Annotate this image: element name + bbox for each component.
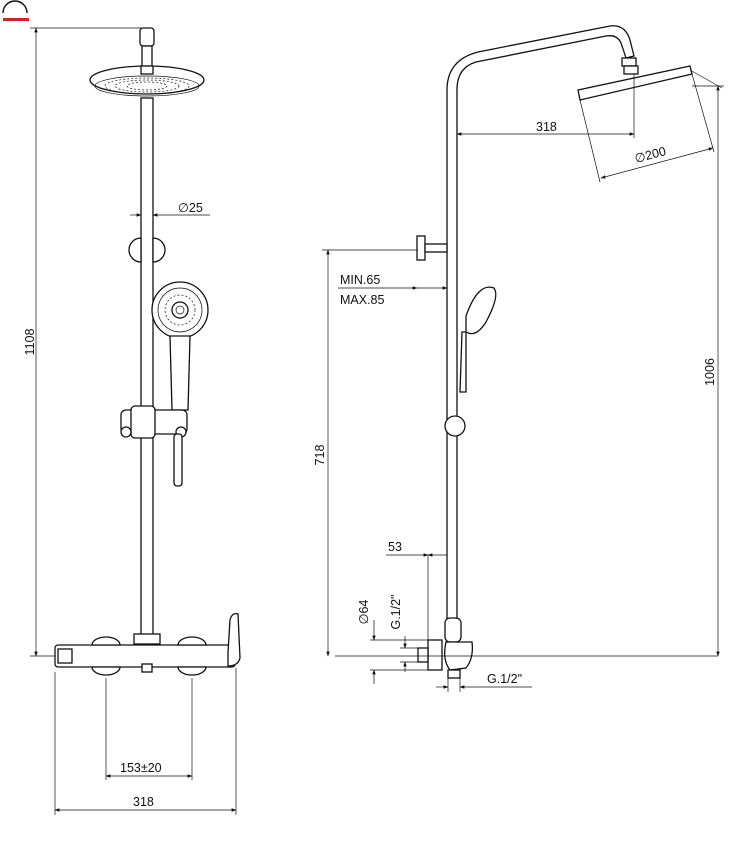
dim-label-1108: 1108 <box>23 329 37 356</box>
hose <box>173 433 183 487</box>
dim-label-718: 718 <box>313 445 327 466</box>
dim-label-318-arm: 318 <box>536 120 557 134</box>
dim-label-thread-outlet: G.1/2" <box>487 672 522 686</box>
dim-label-diameter-200: ∅200 <box>633 144 667 166</box>
slide-holder-side <box>444 415 466 437</box>
dim-label-min: MIN.65 <box>340 273 380 287</box>
dim-label-53: 53 <box>388 540 402 554</box>
front-view: 1108 ∅25 <box>23 27 241 815</box>
wall-bracket-side <box>416 235 426 261</box>
dim-label-max: MAX.85 <box>340 293 385 307</box>
dim-label-318-front: 318 <box>133 795 154 809</box>
dim-label-1006: 1006 <box>703 358 717 386</box>
dim-label-153: 153±20 <box>120 761 162 775</box>
mixer-side <box>417 617 474 679</box>
riser-arm <box>446 25 635 640</box>
thermostatic-mixer <box>54 612 241 676</box>
hand-shower <box>151 281 209 411</box>
dim-label-thread-inlet: G.1/2" <box>389 594 403 629</box>
overhead-shower-head <box>89 65 205 97</box>
wall-bracket <box>128 237 142 263</box>
riser-pipe <box>140 97 154 637</box>
dim-label-diameter-64: ∅64 <box>357 600 371 625</box>
logo-accent-bar <box>3 18 29 21</box>
brand-logo <box>2 0 29 21</box>
lever-handle <box>227 612 241 667</box>
side-view: 318 ∅200 1006 718 MIN.65 MAX.85 53 <box>313 25 724 692</box>
hand-shower-side <box>465 286 497 335</box>
dim-line-200 <box>600 147 714 179</box>
dim-label-diameter-25: ∅25 <box>178 201 203 215</box>
